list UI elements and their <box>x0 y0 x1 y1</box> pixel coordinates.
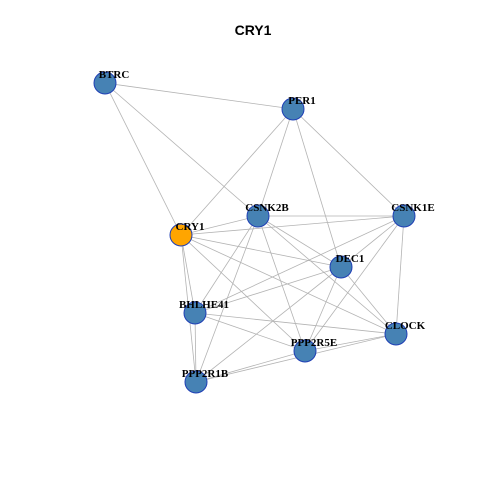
node-dec1[interactable] <box>329 255 353 279</box>
node-label-csnk1e: CSNK1E <box>391 202 434 214</box>
edge-per1-cry1 <box>180 108 294 236</box>
node-label-clock: CLOCK <box>385 320 426 332</box>
edge-per1-csnk1e <box>292 108 405 217</box>
edges-layer <box>104 82 405 383</box>
node-per1[interactable] <box>281 97 305 121</box>
edge-csnk1e-clock <box>395 215 405 335</box>
edge-csnk1e-dec1 <box>340 215 405 268</box>
node-ppp2r1b[interactable] <box>184 370 208 394</box>
node-cry1[interactable] <box>169 223 193 247</box>
edge-btrc-cry1 <box>104 82 182 236</box>
node-label-bhlhe41: BHLHE41 <box>179 299 229 311</box>
node-csnk2b[interactable] <box>246 204 270 228</box>
node-label-per1: PER1 <box>288 95 316 107</box>
node-label-cry1: CRY1 <box>176 221 205 233</box>
edge-csnk2b-clock <box>257 215 397 335</box>
edge-ppp2r5e-ppp2r1b <box>195 350 306 383</box>
edge-dec1-clock <box>340 266 397 335</box>
edge-cry1-ppp2r5e <box>180 234 306 352</box>
edge-dec1-ppp2r1b <box>195 266 342 383</box>
node-csnk1e[interactable] <box>392 204 416 228</box>
edge-csnk1e-bhlhe41 <box>194 215 405 314</box>
edge-per1-dec1 <box>292 108 342 268</box>
node-label-csnk2b: CSNK2B <box>245 202 289 214</box>
node-clock[interactable] <box>384 322 408 346</box>
edge-csnk2b-bhlhe41 <box>194 215 259 314</box>
node-ppp2r5e[interactable] <box>293 339 317 363</box>
edge-btrc-csnk2b <box>104 82 259 217</box>
edge-csnk2b-ppp2r5e <box>257 215 306 352</box>
node-label-dec1: DEC1 <box>336 253 365 265</box>
diagram-title: CRY1 <box>235 22 272 38</box>
node-label-btrc: BTRC <box>99 69 130 81</box>
edge-bhlhe41-clock <box>194 312 397 335</box>
edge-bhlhe41-ppp2r5e <box>194 312 306 352</box>
nodes-layer <box>93 71 416 394</box>
edge-cry1-csnk1e <box>180 215 405 236</box>
edge-cry1-bhlhe41 <box>180 234 196 314</box>
edge-cry1-dec1 <box>180 234 342 268</box>
edge-csnk2b-ppp2r1b <box>195 215 259 383</box>
edge-dec1-bhlhe41 <box>194 266 342 314</box>
edge-cry1-clock <box>180 234 397 335</box>
edge-dec1-ppp2r5e <box>304 266 342 352</box>
node-bhlhe41[interactable] <box>183 301 207 325</box>
node-label-ppp2r1b: PPP2R1B <box>182 368 229 380</box>
edge-per1-csnk2b <box>257 108 294 217</box>
edge-bhlhe41-ppp2r1b <box>194 312 197 383</box>
node-label-ppp2r5e: PPP2R5E <box>291 337 337 349</box>
node-btrc[interactable] <box>93 71 117 95</box>
edge-csnk2b-dec1 <box>257 215 342 268</box>
edge-cry1-csnk2b <box>180 215 259 236</box>
edge-btrc-per1 <box>104 82 294 110</box>
edge-clock-ppp2r5e <box>304 333 397 352</box>
